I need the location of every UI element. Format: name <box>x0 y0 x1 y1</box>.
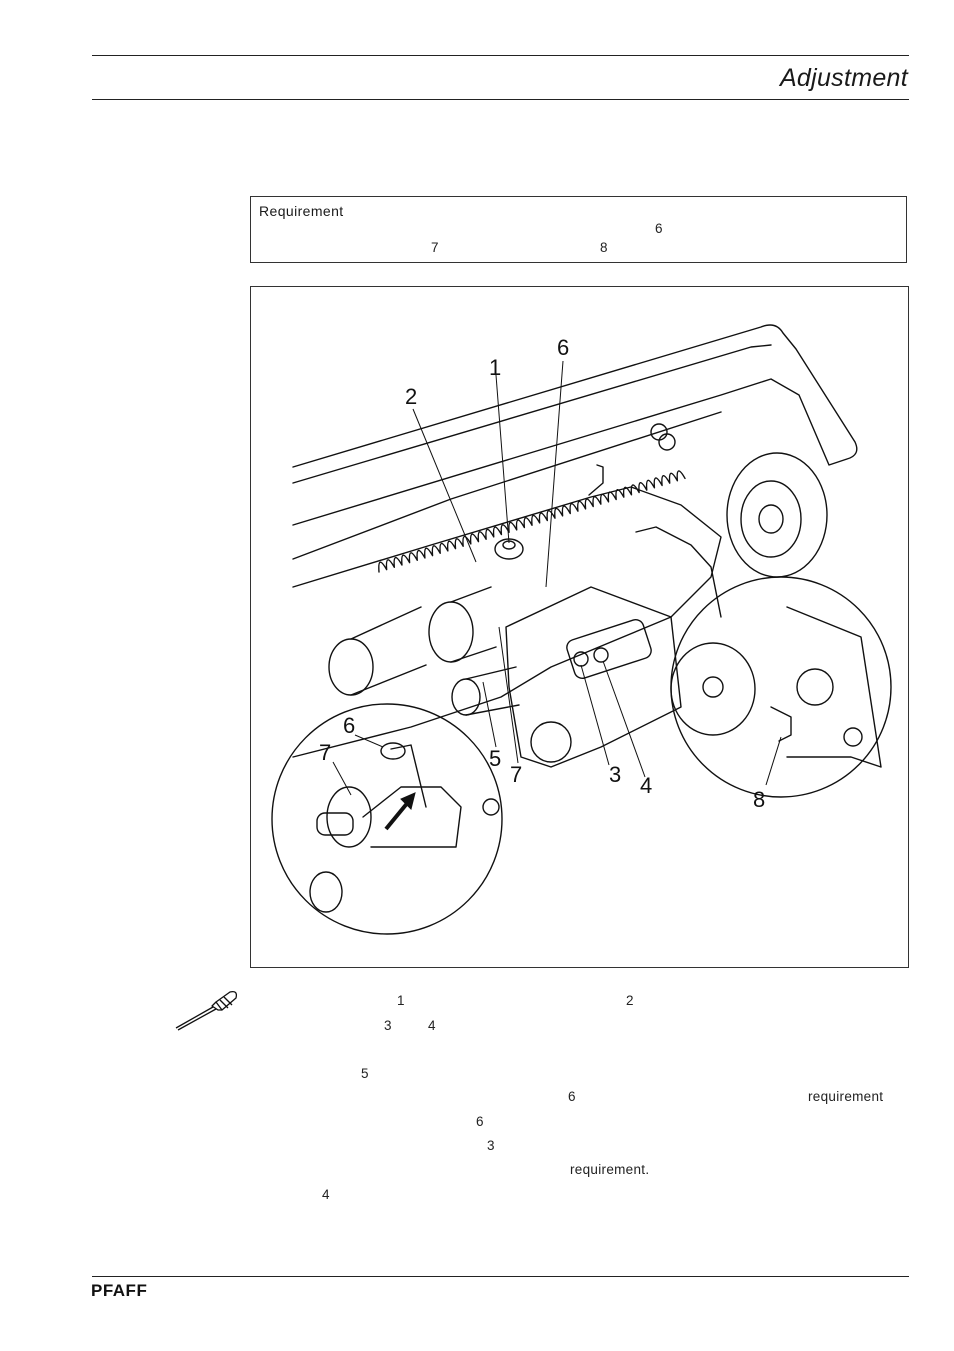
brand-logo: PFAFF <box>91 1281 148 1300</box>
callout-4: 4 <box>640 773 652 798</box>
detail-right-bobbin <box>796 668 834 706</box>
callout-6-detail: 6 <box>343 713 355 738</box>
detail-left-block <box>362 786 462 848</box>
detail-right-hook-center <box>702 676 724 698</box>
callout-2: 2 <box>405 384 417 409</box>
detail-right-frame <box>786 606 882 768</box>
instruction-ref-3b: 3 <box>487 1138 495 1153</box>
slotted-plate <box>566 618 652 680</box>
requirement-box: Requirement 6 7 8 <box>250 196 907 263</box>
pulley-wheel <box>726 452 828 578</box>
detail-circle-left <box>271 703 503 935</box>
detail-left-lower-shaft <box>309 871 343 913</box>
instruction-word-requirement: requirement <box>808 1089 884 1104</box>
figure-frame: 1 2 3 4 5 6 7 6 7 8 <box>250 286 909 968</box>
rear-bracket <box>588 464 604 496</box>
pulley-wheel-inner <box>740 480 802 558</box>
callout-5: 5 <box>489 746 501 771</box>
detail-left-lever <box>390 744 427 808</box>
cylinder-mid-body <box>450 586 497 663</box>
detail-left-wheel <box>326 786 372 848</box>
arm-upper-edge <box>292 344 772 484</box>
screwdriver-icon <box>172 988 240 1037</box>
pulley-hub <box>758 504 784 534</box>
arm-lower-edge <box>292 411 722 560</box>
carriage-block <box>505 586 682 768</box>
detail-left-shaft <box>316 812 354 836</box>
detail-right-clip <box>770 706 792 742</box>
instruction-ref-6: 6 <box>568 1089 576 1104</box>
instruction-ref-4b: 4 <box>322 1187 330 1202</box>
base-plate <box>292 486 722 758</box>
callout-6: 6 <box>557 335 569 360</box>
cylinder-left-body <box>350 606 427 696</box>
callout-7-detail: 7 <box>319 740 331 765</box>
top-rule <box>92 55 909 56</box>
screw-4 <box>593 647 609 663</box>
instruction-word-requirement-end: requirement. <box>570 1162 650 1177</box>
detail-right-hook <box>670 642 756 736</box>
callout-8: 8 <box>753 787 765 812</box>
bracket-screw-2 <box>658 433 676 451</box>
section-title: Adjustment <box>779 64 908 92</box>
leader-lines <box>332 360 782 796</box>
callout-3: 3 <box>609 762 621 787</box>
instruction-ref-1: 1 <box>397 993 405 1008</box>
requirement-ref-7: 7 <box>431 240 439 255</box>
cylinder-mid <box>428 601 474 663</box>
instruction-ref-6b: 6 <box>476 1114 484 1129</box>
machine-arm <box>292 324 858 526</box>
instruction-ref-3: 3 <box>384 1018 392 1033</box>
instruction-ref-4: 4 <box>428 1018 436 1033</box>
detail-left-eye <box>380 742 406 760</box>
detail-right-screw <box>843 727 863 747</box>
requirement-label: Requirement <box>259 203 344 219</box>
cylinder-low <box>451 678 481 716</box>
mechanism-drawing: 1 2 3 4 5 6 7 6 7 8 <box>271 324 892 935</box>
arrow-marker <box>384 792 416 831</box>
requirement-ref-8: 8 <box>600 240 608 255</box>
detail-circle-right <box>670 576 892 798</box>
callout-7: 7 <box>510 762 522 787</box>
footer-rule <box>92 1276 909 1277</box>
cylinder-left <box>328 638 374 696</box>
header-rule <box>92 99 909 100</box>
callout-1: 1 <box>489 355 501 380</box>
lever-arm <box>635 526 722 618</box>
requirement-ref-6: 6 <box>655 221 663 236</box>
instruction-ref-5: 5 <box>361 1066 369 1081</box>
instruction-ref-2: 2 <box>626 993 634 1008</box>
carriage-bore <box>530 721 572 763</box>
detail-left-screw <box>482 798 500 816</box>
